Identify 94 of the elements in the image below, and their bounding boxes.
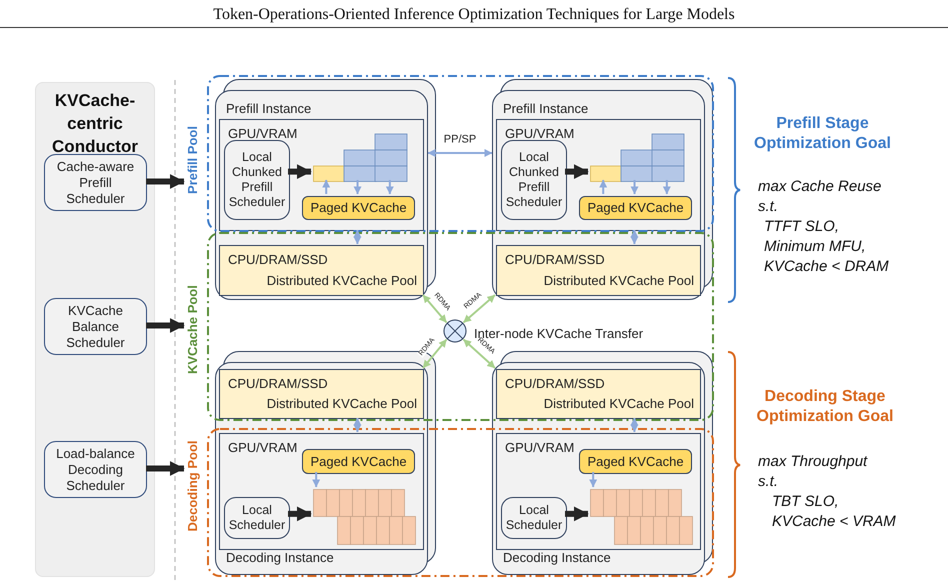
instance-card bbox=[492, 362, 705, 575]
conductor-panel bbox=[35, 82, 155, 577]
double-arrow bbox=[630, 418, 638, 432]
memory-label: GPU/VRAM bbox=[228, 440, 298, 455]
memory-label: CPU/DRAM/SSD bbox=[505, 252, 605, 267]
page-title: Token-Operations-Oriented Inference Optimization Techniques for Large Models bbox=[213, 5, 735, 25]
arrow bbox=[565, 164, 589, 180]
gpu-box bbox=[496, 433, 701, 550]
cache-label: Paged KVCache bbox=[310, 199, 407, 218]
double-arrow bbox=[428, 149, 492, 157]
arrow bbox=[288, 506, 312, 522]
goal-text: TBT SLO, bbox=[772, 493, 839, 510]
goal-text: TTFT SLO, bbox=[764, 218, 839, 235]
instance-card bbox=[492, 90, 705, 300]
scheduler-box bbox=[44, 298, 147, 355]
goal-text: Minimum MFU, bbox=[764, 238, 866, 255]
double-arrow bbox=[462, 294, 496, 324]
scheduler-box bbox=[44, 154, 147, 211]
instance-label: Decoding Instance bbox=[503, 550, 611, 565]
arrow bbox=[662, 180, 671, 194]
instance-card bbox=[215, 362, 428, 575]
goal-text: KVCache < DRAM bbox=[764, 258, 889, 275]
pool-name: Distributed KVCache Pool bbox=[544, 396, 694, 411]
cache-label: Paged KVCache bbox=[310, 452, 407, 471]
scheduler-box bbox=[501, 140, 567, 220]
instance-label: Prefill Instance bbox=[226, 101, 312, 116]
pool-name: Distributed KVCache Pool bbox=[266, 396, 417, 411]
double-arrow bbox=[353, 230, 362, 244]
scheduler-label: Load-balance Decoding Scheduler bbox=[55, 446, 136, 494]
cache-box bbox=[302, 196, 415, 220]
memory-label: GPU/VRAM bbox=[228, 126, 298, 141]
pool-label: KVCache Pool bbox=[184, 286, 202, 374]
kv-block-grid bbox=[590, 489, 693, 545]
memory-label: CPU/DRAM/SSD bbox=[228, 252, 328, 267]
arrow bbox=[589, 472, 598, 488]
scheduler-box bbox=[44, 441, 147, 498]
goal-text: s.t. bbox=[758, 198, 778, 215]
memory-label: CPU/DRAM/SSD bbox=[505, 376, 605, 391]
arrow bbox=[354, 180, 362, 194]
crossed-circle bbox=[443, 319, 467, 343]
cache-box bbox=[579, 449, 692, 474]
double-arrow bbox=[422, 338, 448, 369]
pool-name: Distributed KVCache Pool bbox=[544, 273, 694, 288]
pool-label: Decoding Pool bbox=[184, 439, 202, 533]
cache-label: Paged KVCache bbox=[587, 199, 684, 218]
goal-text: max Throughput bbox=[758, 453, 868, 470]
kv-block-grid bbox=[313, 489, 416, 545]
goal-text: KVCache < VRAM bbox=[772, 513, 896, 530]
scheduler-box bbox=[224, 140, 290, 220]
gpu-box bbox=[219, 433, 424, 550]
gpu-box bbox=[219, 119, 424, 231]
cache-label: Paged KVCache bbox=[587, 452, 684, 471]
instance-card bbox=[215, 90, 428, 300]
arrow bbox=[322, 180, 330, 194]
cache-box bbox=[579, 196, 692, 220]
arrow bbox=[599, 180, 608, 194]
scheduler-label: KVCache Balance Scheduler bbox=[65, 302, 126, 350]
double-arrow bbox=[630, 230, 638, 244]
scheduler-label: Local Scheduler bbox=[504, 503, 564, 533]
instance-label: Decoding Instance bbox=[226, 550, 334, 565]
kv-block-grid bbox=[590, 133, 685, 182]
arrow bbox=[288, 164, 312, 180]
scheduler-label: Local Scheduler bbox=[228, 503, 286, 533]
arrow bbox=[312, 472, 320, 488]
edge-label: PP/SP bbox=[442, 134, 478, 146]
scheduler-label: Cache-aware Prefill Scheduler bbox=[56, 158, 136, 206]
double-arrow bbox=[462, 338, 496, 369]
kv-block-grid bbox=[313, 133, 408, 182]
memory-box bbox=[219, 369, 424, 419]
memory-label: GPU/VRAM bbox=[505, 440, 574, 455]
cache-box bbox=[302, 449, 415, 474]
memory-box bbox=[496, 369, 701, 419]
memory-label: CPU/DRAM/SSD bbox=[228, 376, 328, 391]
pool-name: Distributed KVCache Pool bbox=[266, 273, 417, 288]
memory-box bbox=[496, 245, 701, 296]
goal-text: s.t. bbox=[758, 473, 778, 490]
scheduler-box bbox=[501, 497, 567, 539]
panel-title: KVCache-centric Conductor bbox=[51, 90, 139, 158]
goal-heading: Decoding Stage Optimization Goal bbox=[756, 387, 894, 427]
goal-heading: Prefill Stage Optimization Goal bbox=[753, 114, 892, 154]
double-arrow bbox=[353, 418, 362, 432]
instance-label: Prefill Instance bbox=[503, 101, 588, 116]
gpu-box bbox=[496, 119, 701, 231]
scheduler-label: Local Chunked Prefill Scheduler bbox=[504, 150, 564, 210]
scheduler-label: Local Chunked Prefill Scheduler bbox=[228, 150, 286, 210]
arrow bbox=[630, 180, 639, 194]
memory-label: GPU/VRAM bbox=[505, 126, 574, 141]
pool-label: Prefill Pool bbox=[184, 122, 202, 198]
arrow bbox=[565, 506, 589, 522]
goal-text: max Cache Reuse bbox=[758, 178, 882, 195]
arrow bbox=[386, 180, 394, 194]
double-arrow bbox=[422, 294, 448, 324]
scheduler-box bbox=[224, 497, 290, 539]
memory-box bbox=[219, 245, 424, 296]
